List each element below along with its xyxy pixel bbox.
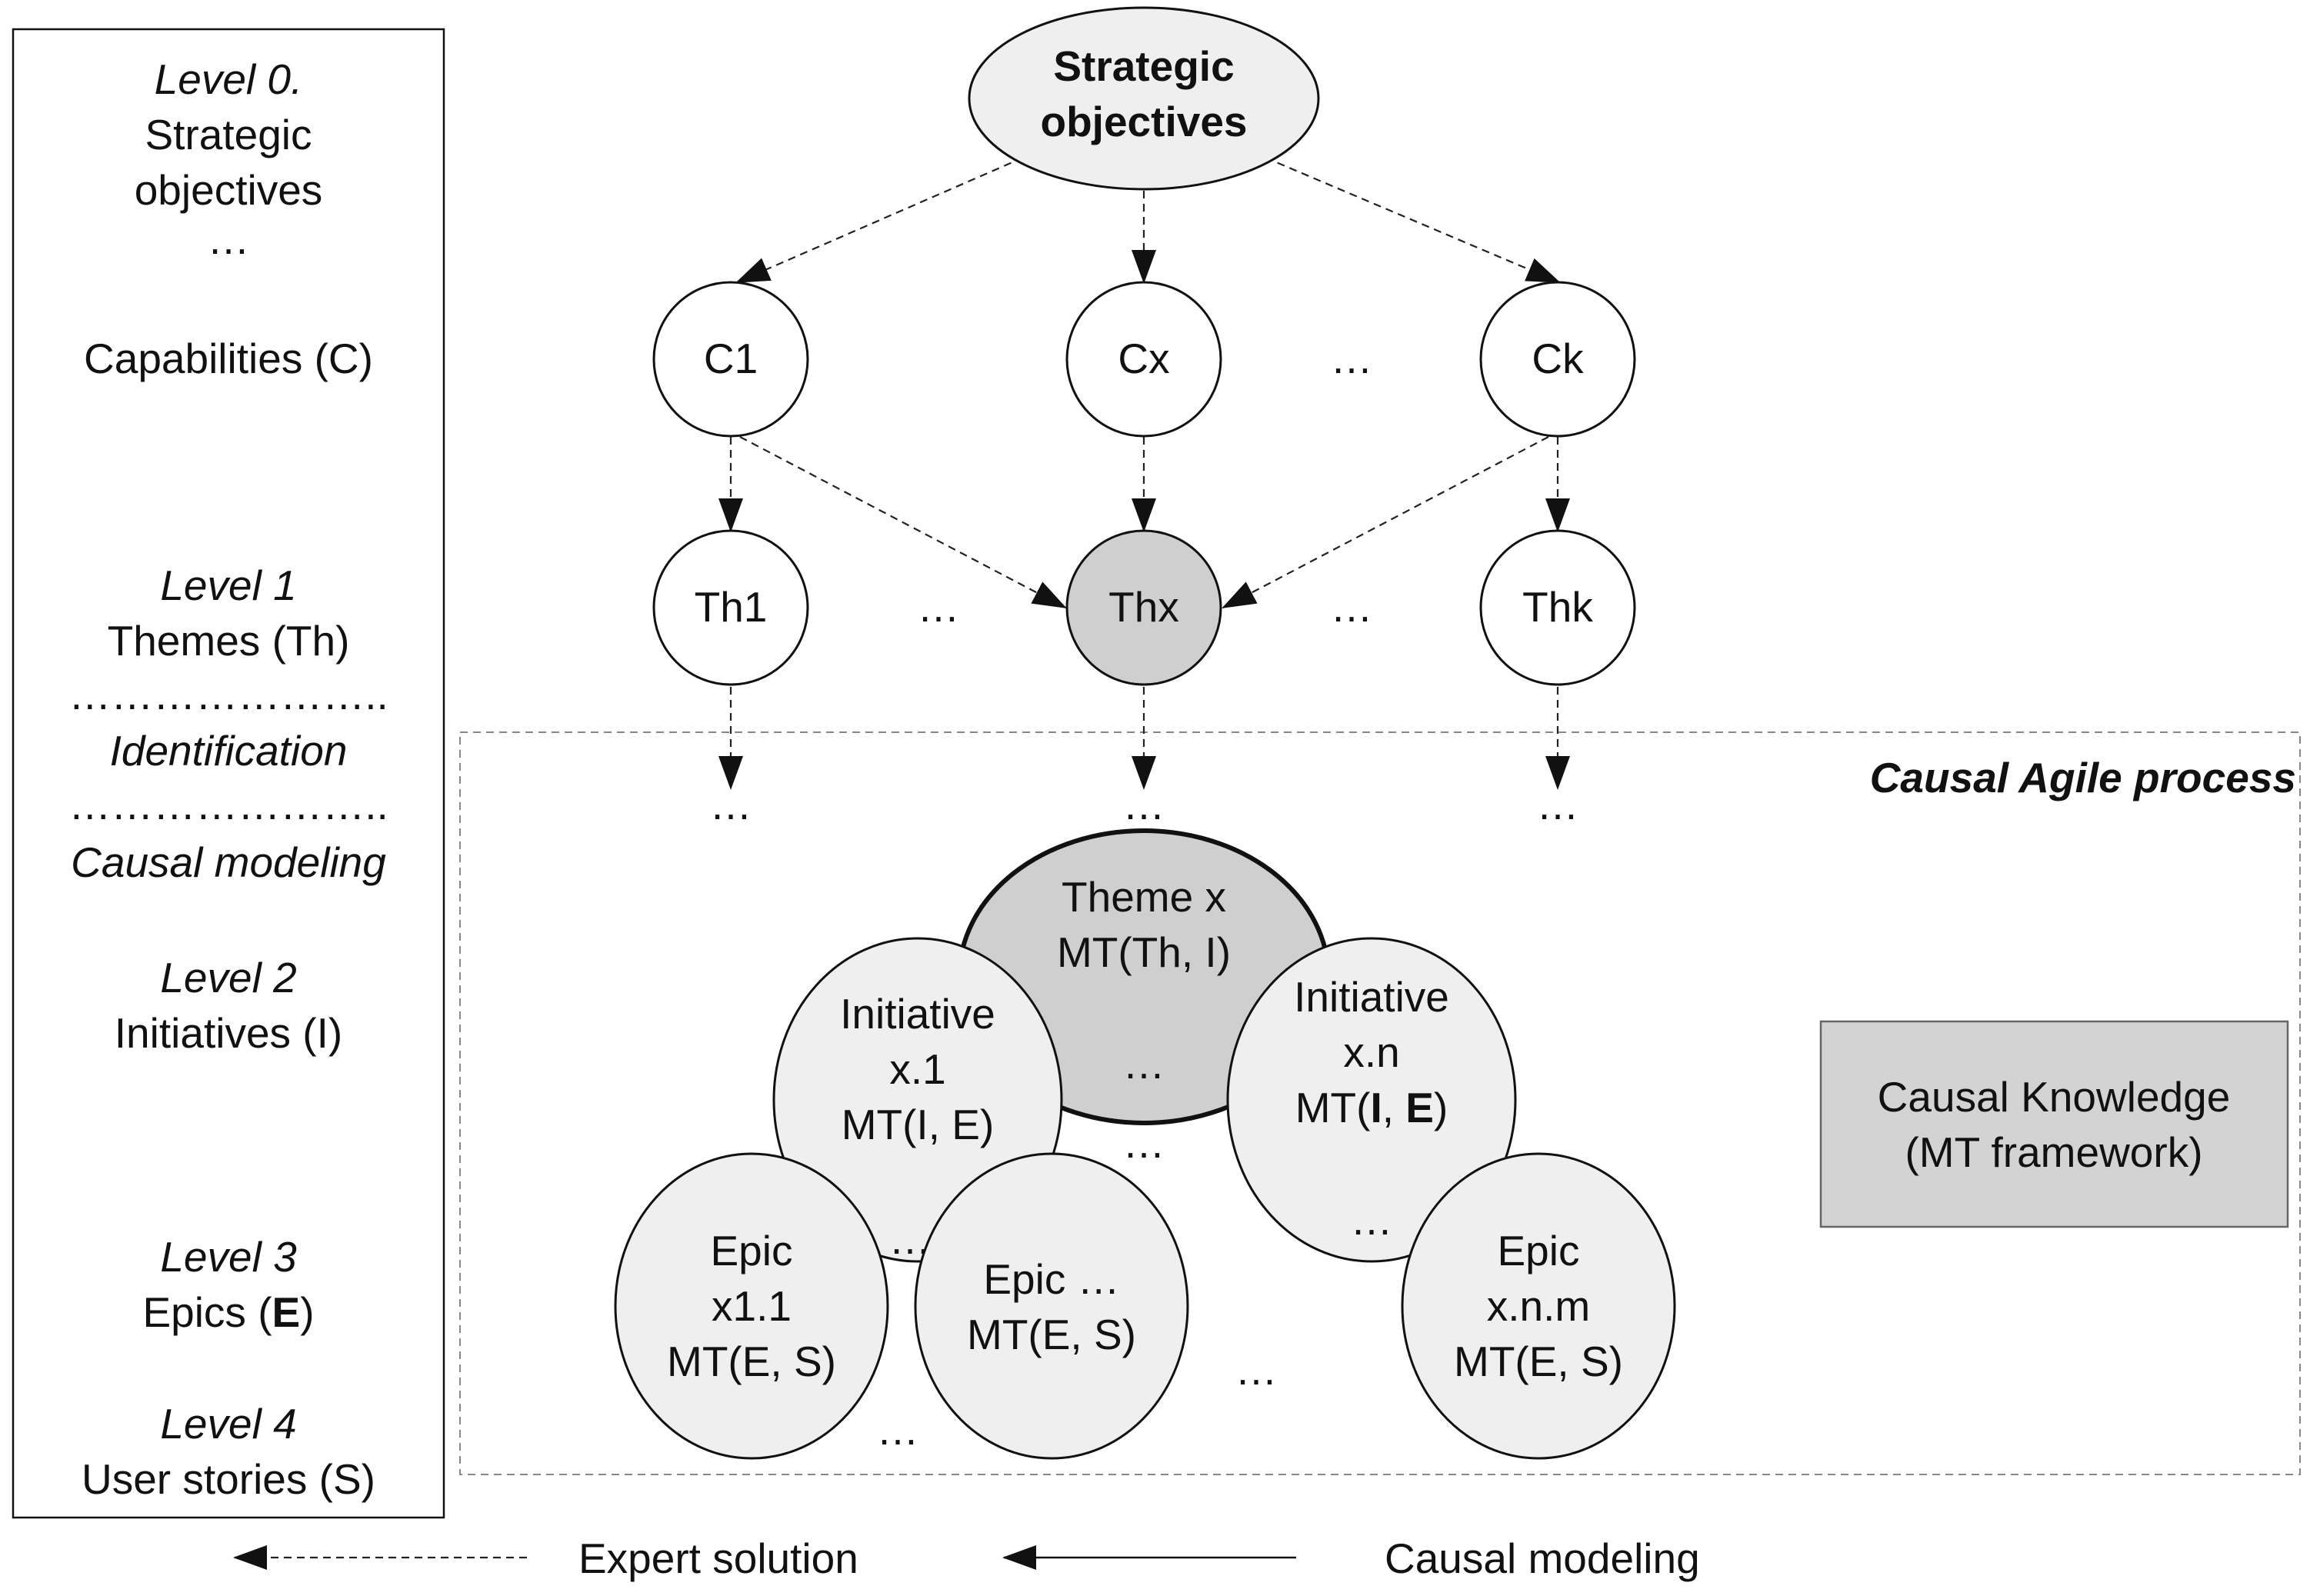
ck-label: Ck — [1532, 335, 1584, 382]
ellipsis-under-thx: … — [1123, 781, 1165, 828]
dotted-separator-1: ………………….. — [68, 671, 388, 718]
initiative-xn-ellipsis: … — [1351, 1196, 1393, 1244]
level2-label: Level 2 — [160, 954, 296, 1001]
knowledge-box-line1: Causal Knowledge — [1878, 1073, 2231, 1121]
knowledge-box-line2: (MT framework) — [1905, 1128, 2202, 1176]
arrow-so-c1 — [735, 156, 1024, 284]
theme-ellipsis-right: … — [1331, 583, 1373, 631]
epic-xnm-line2: x.n.m — [1487, 1282, 1590, 1330]
theme-x-line1: Theme x — [1062, 873, 1226, 921]
epic-x11-line1: Epic — [711, 1227, 793, 1274]
causal-knowledge-box: Causal Knowledge (MT framework) — [1819, 1020, 2289, 1228]
cx-label: Cx — [1118, 335, 1169, 382]
level0-name-line1: Strategic — [145, 111, 312, 158]
initiative-x1-line3: MT(I, E) — [842, 1101, 995, 1148]
epics-ellipsis: … — [1235, 1346, 1278, 1394]
epic-mid-line2: MT(E, S) — [967, 1311, 1136, 1358]
arrow-ck-thx — [1222, 436, 1549, 608]
theme-thx-node: Thx — [1065, 529, 1222, 686]
initiative-xn-line1: Initiative — [1294, 973, 1449, 1021]
initiative-x1-line2: x.1 — [889, 1045, 945, 1093]
th1-label: Th1 — [695, 583, 768, 631]
epics-label: Epics (E) — [142, 1288, 314, 1336]
levels-panel: Level 0. Strategic objectives … Capabili… — [12, 28, 445, 1519]
epic-xnm-line1: Epic — [1498, 1227, 1580, 1274]
epic-xnm-node: Epic x.n.m MT(E, S) — [1401, 1152, 1676, 1460]
legend: Expert solution Causal modeling — [233, 1534, 1700, 1582]
epic-middle-node: Epic … MT(E, S) — [914, 1152, 1189, 1460]
between-initiatives-ellipsis: … — [1123, 1119, 1165, 1167]
legend-causal-label: Causal modeling — [1385, 1534, 1700, 1582]
thx-label: Thx — [1108, 583, 1179, 631]
level0-dots: … — [208, 215, 250, 263]
theme-th1-node: Th1 — [652, 529, 809, 686]
theme-thk-node: Thk — [1479, 529, 1636, 686]
theme-ellipsis-left: … — [918, 583, 960, 631]
level0-label: Level 0. — [155, 55, 303, 103]
under-epics-ellipsis: … — [877, 1406, 919, 1454]
process-label: Causal Agile process — [1870, 754, 2296, 801]
themes-label: Themes (Th) — [108, 617, 350, 665]
initiative-xn-node: Initiative x.n MT(I, E) … — [1226, 937, 1517, 1263]
identification-label: Identification — [110, 727, 348, 775]
capability-c1-node: C1 — [652, 281, 809, 438]
causal-modeling-label: Causal modeling — [71, 838, 386, 886]
epic-x11-line3: MT(E, S) — [667, 1338, 836, 1385]
strategic-objectives-node: Strategic objectives — [968, 6, 1320, 191]
initiative-xn-line2: x.n — [1343, 1028, 1399, 1076]
ellipsis-under-thk: … — [1537, 781, 1579, 828]
epic-mid-line1: Epic … — [983, 1255, 1119, 1303]
ellipsis-under-th1: … — [710, 781, 752, 828]
capability-ellipsis: … — [1331, 335, 1373, 382]
strategic-node-line2: objectives — [1040, 98, 1247, 145]
epic-x11-node: Epic x1.1 MT(E, S) — [614, 1152, 889, 1460]
causal-agile-process-region: Causal Agile process — [459, 731, 2301, 1475]
initiative-x1-line1: Initiative — [840, 990, 995, 1038]
strategic-node-line1: Strategic — [1053, 42, 1234, 90]
initiatives-label: Initiatives (I) — [115, 1009, 342, 1057]
thk-label: Thk — [1522, 583, 1593, 631]
dotted-separator-2: ………………….. — [68, 781, 388, 828]
theme-x-line2: MT(Th, I) — [1057, 928, 1231, 976]
user-stories-label: User stories (S) — [82, 1455, 375, 1503]
level1-label: Level 1 — [160, 561, 296, 609]
expert-arrows — [718, 156, 1570, 790]
initiative-xn-line3: MT(I, E) — [1295, 1084, 1448, 1131]
legend-expert-label: Expert solution — [578, 1534, 858, 1582]
level3-label: Level 3 — [160, 1233, 297, 1281]
level0-name-line2: objectives — [135, 166, 323, 214]
arrow-so-ck — [1265, 156, 1561, 284]
arrow-c1-thx — [739, 436, 1067, 608]
level4-label: Level 4 — [160, 1400, 296, 1448]
capability-ck-node: Ck — [1479, 281, 1636, 438]
theme-x-ellipsis: … — [1123, 1040, 1165, 1088]
capability-cx-node: Cx — [1065, 281, 1222, 438]
capabilities-label: Capabilities (C) — [84, 335, 373, 382]
epic-xnm-line3: MT(E, S) — [1454, 1338, 1623, 1385]
epic-x11-line2: x1.1 — [712, 1282, 792, 1330]
c1-label: C1 — [704, 335, 758, 382]
